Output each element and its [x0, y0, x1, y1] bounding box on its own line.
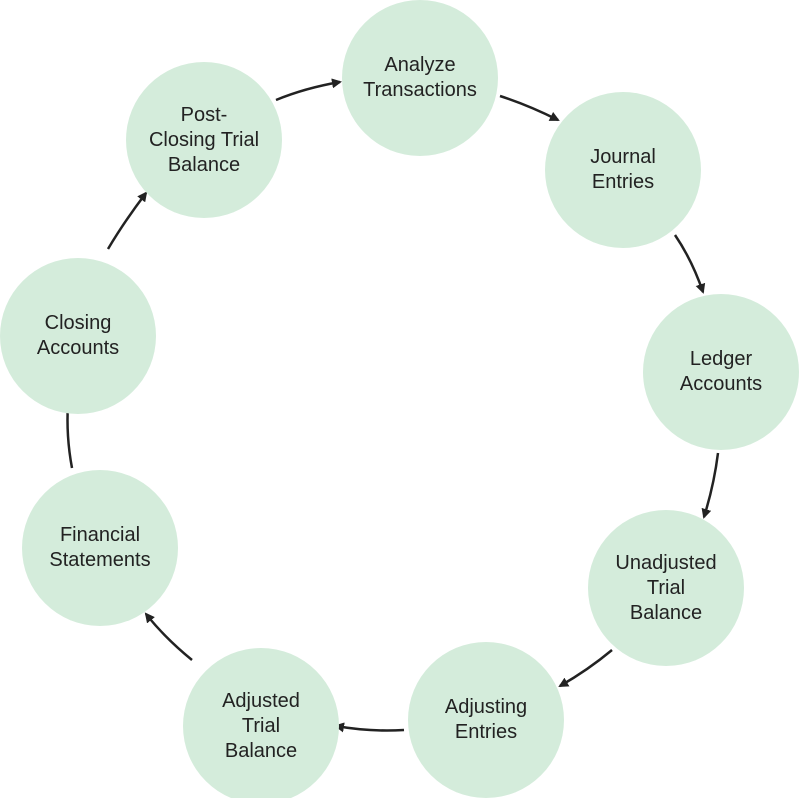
arrow-closing-to-postclosing [106, 191, 148, 250]
node-analyze-transactions: Analyze Transactions [342, 0, 498, 156]
node-closing-accounts: Closing Accounts [0, 258, 156, 414]
node-unadjusted-trial-balance: Unadjusted Trial Balance [588, 510, 744, 666]
node-label: Ledger Accounts [679, 348, 763, 395]
arrow-analyze-to-journal [499, 94, 560, 122]
node-journal-entries: Journal Entries [545, 92, 701, 248]
node-label: Post- Closing Trial Balance [148, 103, 260, 176]
node-financial-statements: Financial Statements [22, 470, 178, 626]
node-label: Journal Entries [590, 146, 656, 193]
arrow-unadjusted-to-adjusting [558, 649, 613, 688]
arrow-ledger-to-unadjusted [701, 452, 720, 519]
node-label: Financial Statements [49, 524, 151, 571]
arrow-adjusting-to-adjusted [334, 722, 405, 733]
arrow-adjusted-to-financial [144, 612, 193, 661]
node-label: Analyze Transactions [363, 54, 477, 101]
node-post-closing-trial-balance: Post- Closing Trial Balance [126, 62, 282, 218]
node-adjusting-entries: Adjusting Entries [408, 642, 564, 798]
node-label: Adjusted Trial Balance [222, 689, 300, 762]
arrow-journal-to-ledger [673, 234, 706, 294]
arrow-postclosing-to-analyze [275, 78, 342, 102]
node-label: Unadjusted Trial Balance [615, 551, 717, 624]
node-adjusted-trial-balance: Adjusted Trial Balance [183, 648, 339, 798]
node-label: Adjusting Entries [444, 696, 528, 743]
node-label: Closing Accounts [36, 312, 120, 359]
node-ledger-accounts: Ledger Accounts [643, 294, 799, 450]
